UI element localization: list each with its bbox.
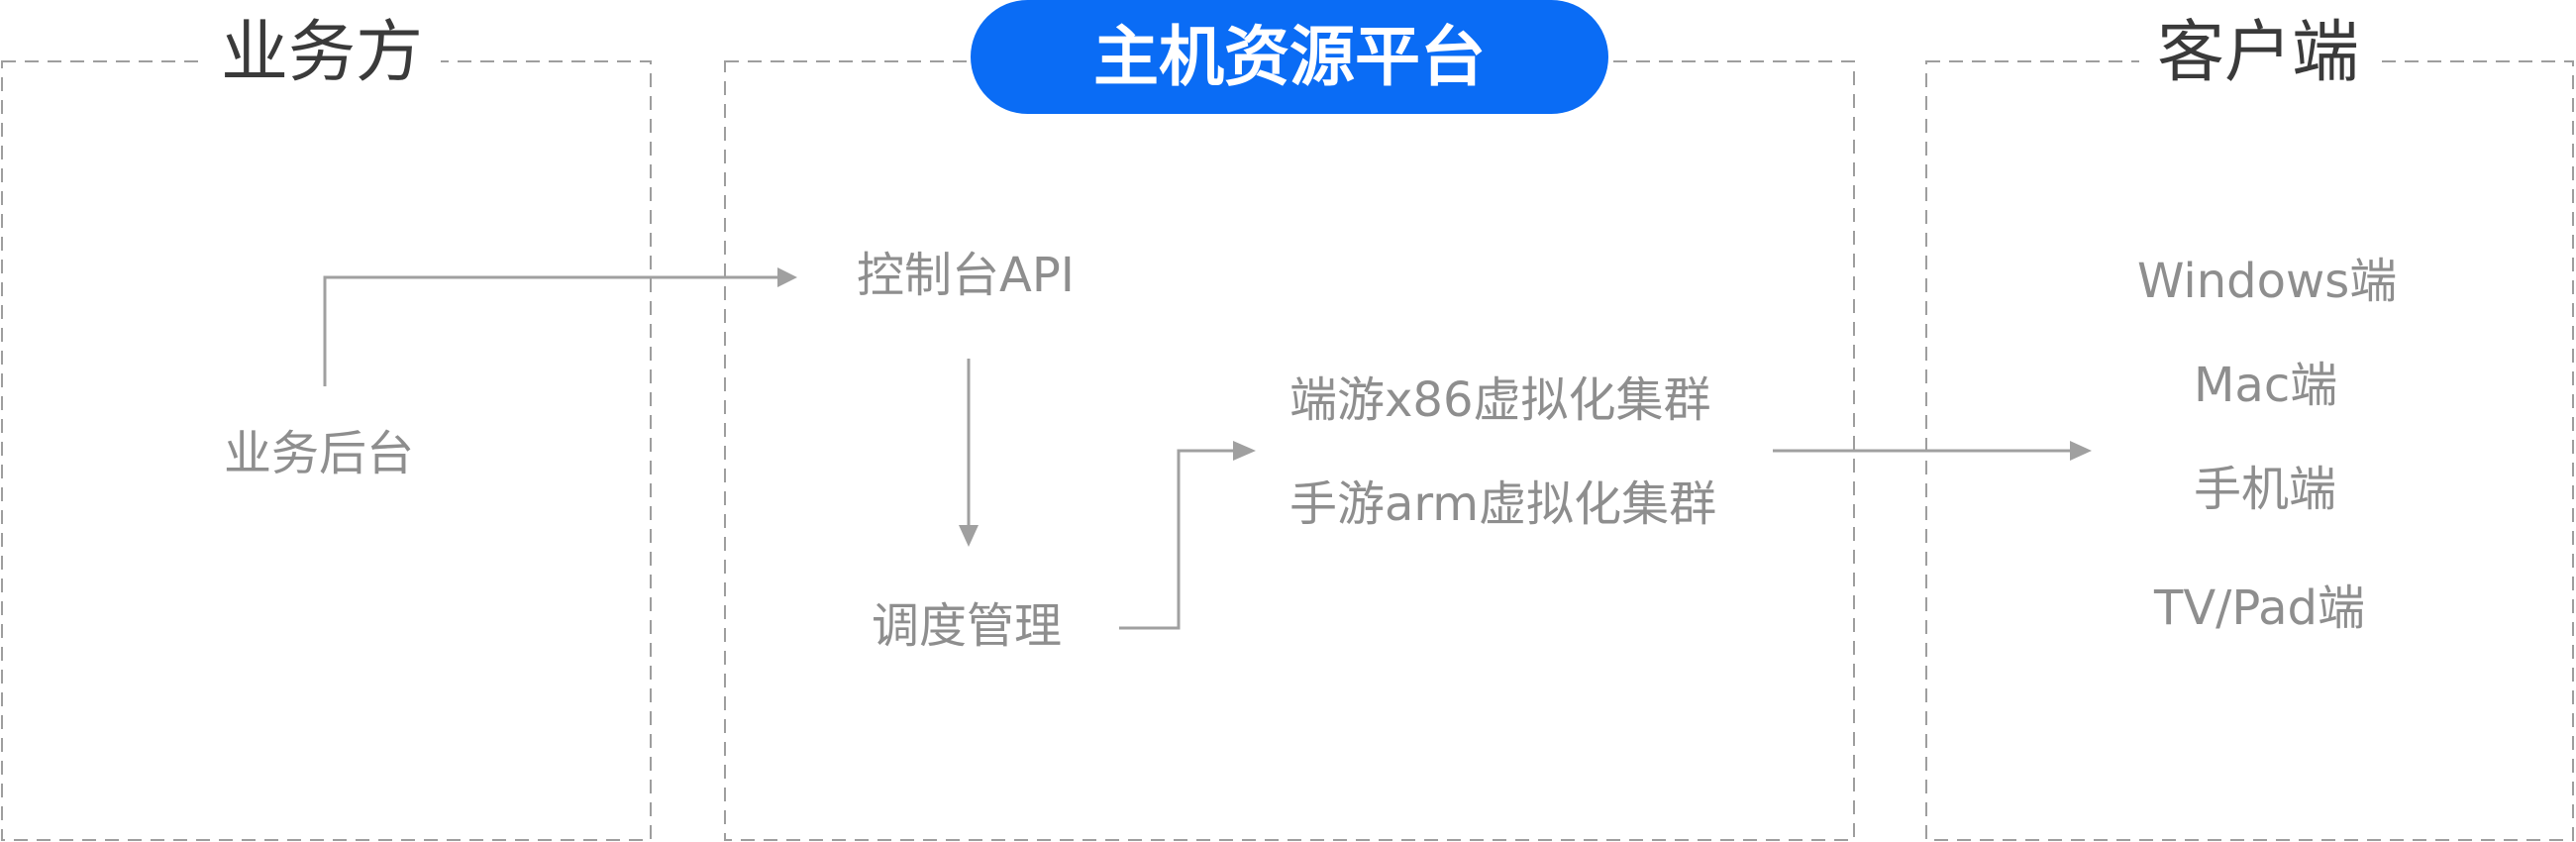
arrow-head-api-to-scheduler	[959, 525, 979, 547]
platform-section-title: 主机资源平台	[1093, 19, 1486, 95]
node-mobile-cluster: 手游arm虚拟化集群	[1289, 476, 1717, 532]
client-section-title: 客户端	[2139, 20, 2378, 87]
arrow-head-backend-to-api	[777, 267, 797, 287]
node-scheduler: 调度管理	[872, 598, 1063, 654]
arrow-scheduler-to-clusters	[1119, 449, 1233, 630]
node-business-backend: 业务后台	[224, 426, 415, 481]
node-pc-cluster: 端游x86虚拟化集群	[1289, 372, 1711, 428]
business-section-title: 业务方	[203, 20, 442, 87]
platform-group-box	[724, 60, 1855, 841]
node-console-api: 控制台API	[857, 248, 1075, 303]
node-mobile-client: 手机端	[2194, 462, 2337, 517]
node-mac-client: Mac端	[2194, 358, 2338, 413]
arrow-backend-to-api	[323, 275, 777, 386]
node-tv-pad-client: TV/Pad端	[2154, 580, 2366, 636]
arrow-head-clusters-to-clients	[2070, 441, 2092, 461]
node-windows-client: Windows端	[2137, 254, 2398, 309]
arrow-head-scheduler-to-clusters	[1233, 441, 1256, 461]
platform-title-pill	[971, 0, 1608, 114]
